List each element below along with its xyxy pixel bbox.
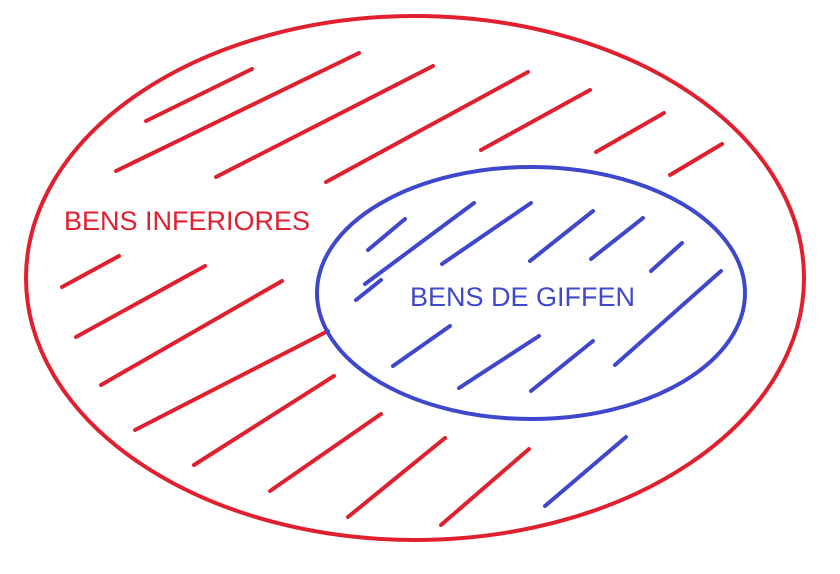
inferior-hatch-stroke-5	[479, 88, 592, 152]
inferior-hatch-stroke-2	[114, 51, 361, 173]
giffen-hatch-stroke-11	[613, 269, 723, 367]
giffen-hatch-stroke-2	[363, 201, 476, 286]
inferior-hatch-stroke-4	[324, 70, 530, 184]
inferior-hatch-stroke-13	[268, 412, 383, 493]
inferior-hatch-stroke-10	[99, 279, 284, 387]
giffen-hatch-stroke-8	[391, 324, 452, 368]
giffen-hatch-stroke-1	[366, 217, 407, 252]
inferior-hatch-stroke-6	[594, 111, 666, 154]
inferior-hatch-stroke-8	[60, 254, 121, 289]
inferior-hatch-stroke-1	[144, 67, 254, 123]
giffen-hatch-stroke-5	[589, 216, 645, 261]
inferior-hatch-stroke-14	[346, 436, 447, 519]
inferior-hatch-stroke-9	[74, 264, 207, 339]
inferior-goods-hatching	[60, 51, 724, 527]
giffen-hatch-stroke-4	[528, 209, 595, 263]
giffen-hatch-stroke-12	[543, 435, 628, 508]
inferior-hatch-stroke-11	[133, 329, 330, 432]
giffen-hatch-stroke-6	[649, 241, 684, 273]
inferior-hatch-stroke-12	[192, 374, 336, 467]
giffen-hatch-stroke-10	[529, 339, 595, 393]
giffen-goods-set-boundary	[315, 165, 747, 421]
giffen-hatch-stroke-3	[440, 201, 533, 266]
giffen-hatch-stroke-9	[457, 334, 541, 390]
inferior-goods-set-boundary	[24, 14, 806, 542]
inferior-hatch-stroke-15	[439, 447, 531, 527]
inferior-hatch-stroke-7	[668, 142, 724, 177]
giffen-goods-hatching	[354, 201, 723, 508]
giffen-goods-label: BENS DE GIFFEN	[410, 282, 635, 312]
inferior-goods-label: BENS INFERIORES	[64, 206, 310, 236]
inferior-hatch-stroke-3	[214, 64, 435, 179]
giffen-hatch-stroke-7	[354, 278, 383, 302]
